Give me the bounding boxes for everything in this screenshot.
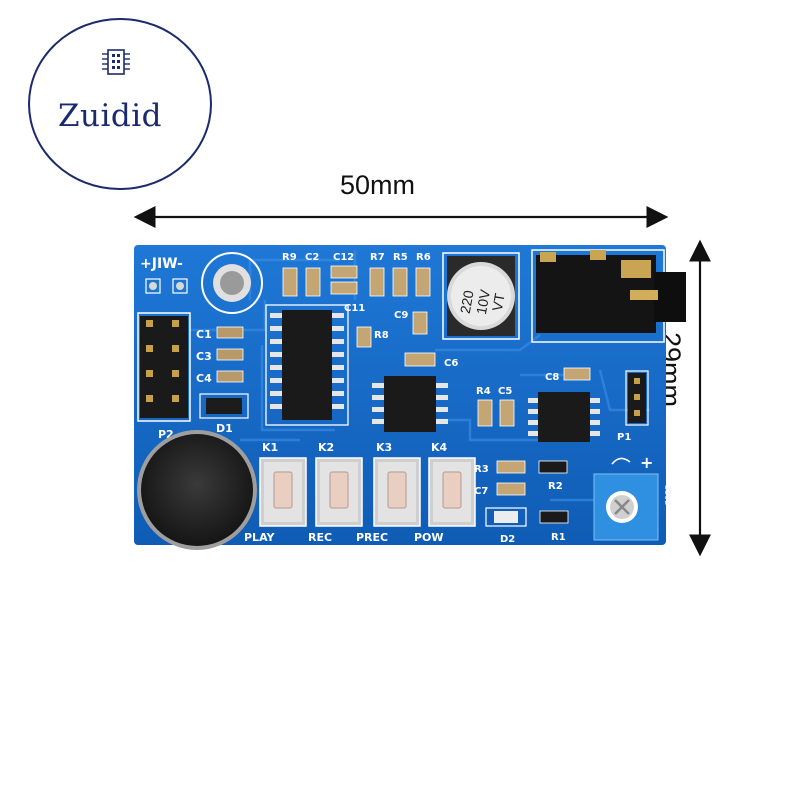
svg-text:C6: C6: [444, 358, 458, 369]
svg-text:P1: P1: [617, 432, 631, 443]
button-k1-label: K1: [262, 441, 278, 454]
soic-chip-small: [528, 392, 600, 442]
svg-text:C2: C2: [305, 252, 319, 263]
svg-text:R4: R4: [476, 386, 491, 397]
svg-text:C1: C1: [196, 328, 212, 341]
svg-text:D1: D1: [216, 422, 233, 435]
button-prec-label: PREC: [356, 531, 388, 544]
svg-text:C11: C11: [344, 303, 365, 314]
button-pow-label: POW: [414, 531, 444, 544]
button-rec-label: REC: [308, 531, 332, 544]
svg-text:+: +: [640, 453, 653, 472]
soic-chip-medium: [372, 376, 448, 432]
svg-text:R1: R1: [551, 532, 566, 543]
svg-text:VT: VT: [489, 291, 508, 312]
svg-text:R9: R9: [282, 252, 297, 263]
button-play-label: PLAY: [244, 531, 276, 544]
audio-jack: [531, 249, 686, 343]
svg-text:220: 220: [457, 289, 477, 315]
chip-icon: [102, 49, 130, 75]
mic-header-label: +JIW-: [140, 256, 183, 272]
brand-name: Zuidid: [58, 98, 163, 134]
svg-text:C5: C5: [498, 386, 512, 397]
electret-microphone: [137, 430, 257, 550]
tactile-buttons: [259, 457, 476, 527]
brand-logo: [28, 18, 212, 190]
svg-text:C3: C3: [196, 350, 212, 363]
width-dimension-label: 50mm: [340, 170, 416, 200]
svg-text:R3: R3: [474, 464, 489, 475]
button-k2-label: K2: [318, 441, 334, 454]
pin-header-p2: [137, 312, 191, 422]
svg-text:R2: R2: [548, 481, 563, 492]
svg-text:R8: R8: [374, 330, 389, 341]
svg-text:R7: R7: [370, 252, 385, 263]
potentiometer: + 3302: [593, 453, 672, 541]
svg-text:C12: C12: [333, 252, 354, 263]
svg-text:D2: D2: [500, 534, 515, 545]
svg-text:R6: R6: [416, 252, 431, 263]
soic-chip-large: [265, 304, 349, 426]
svg-text:C8: C8: [545, 372, 559, 383]
svg-text:C4: C4: [196, 372, 212, 385]
svg-text:10V: 10V: [473, 288, 493, 316]
svg-text:C9: C9: [394, 310, 408, 321]
button-k4-label: K4: [431, 441, 448, 454]
svg-text:R5: R5: [393, 252, 408, 263]
button-k3-label: K3: [376, 441, 392, 454]
svg-text:C7: C7: [474, 486, 488, 497]
mounting-hole: [201, 252, 263, 314]
svg-text:3302: 3302: [663, 485, 672, 505]
